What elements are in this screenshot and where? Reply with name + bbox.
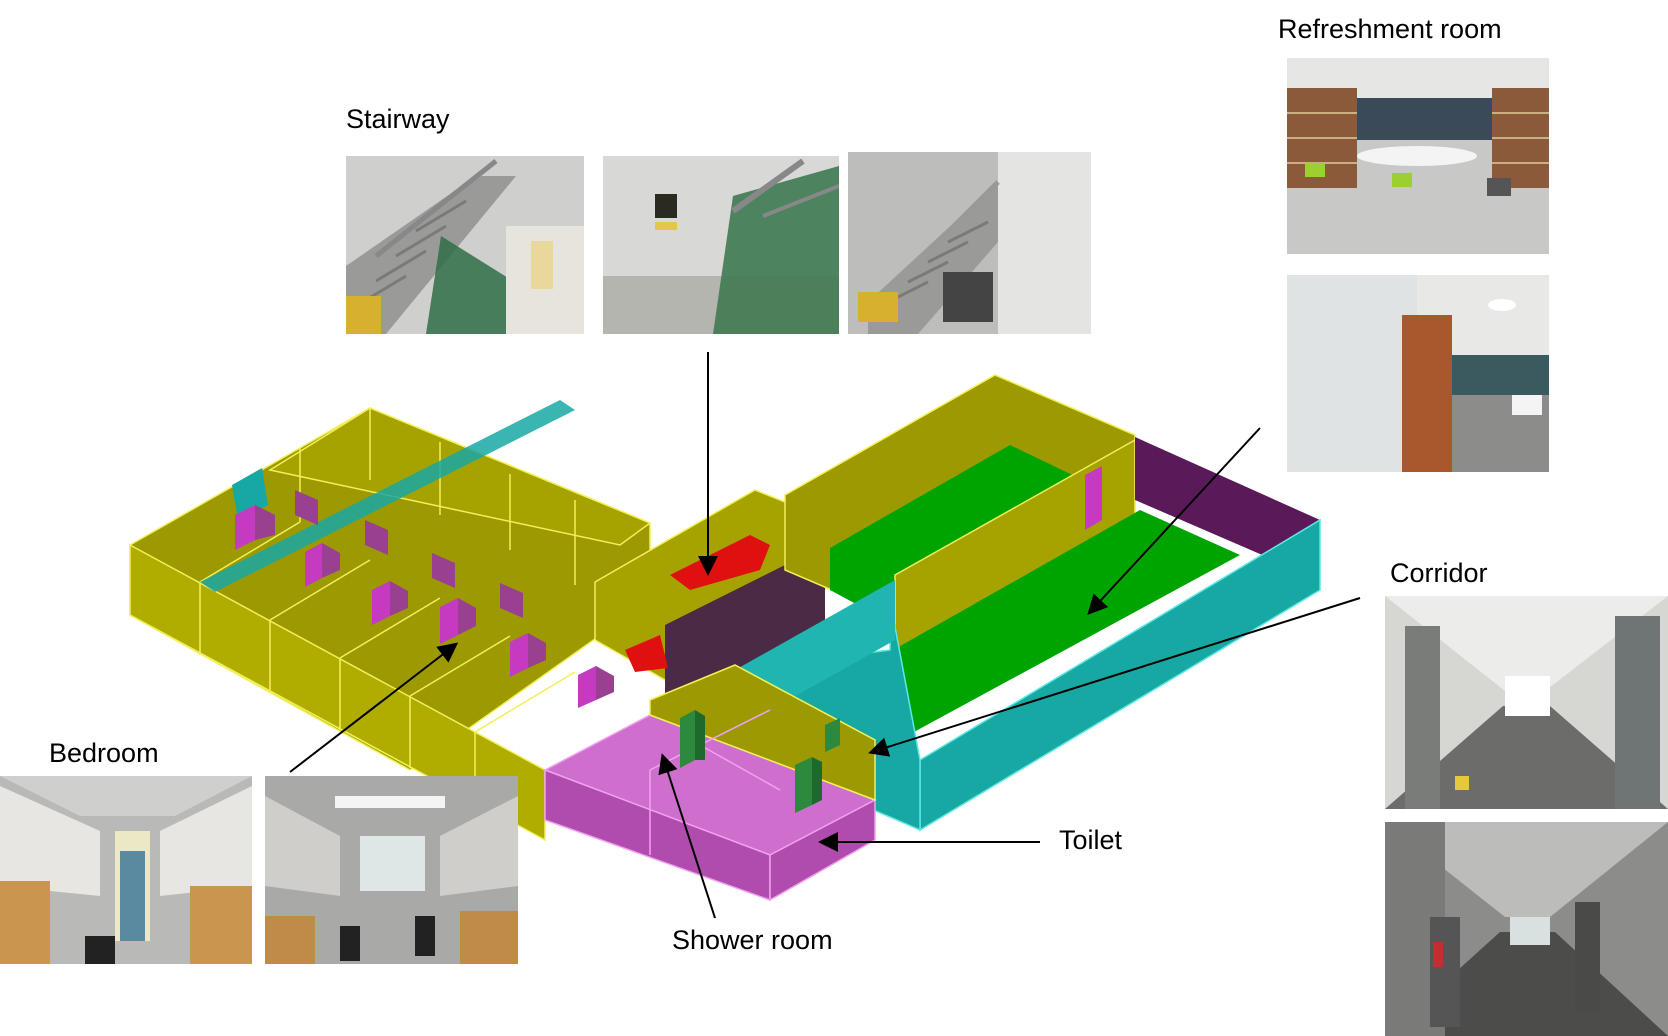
bedroom-block-top-wall — [268, 407, 652, 546]
dark-purple-section — [1135, 437, 1320, 580]
bedroom-doors — [235, 490, 614, 708]
shower-arrow — [658, 753, 716, 919]
refreshment-photo-2 — [1287, 275, 1549, 472]
stair-red-upper — [670, 535, 770, 590]
bedroom-photo-1 — [0, 776, 252, 964]
corridor-label: Corridor — [1390, 558, 1488, 588]
stairway-photo-2 — [603, 156, 839, 334]
corridor-photo-1 — [1385, 596, 1668, 809]
bedroom-block-front-wall — [129, 543, 546, 842]
refreshment-photo-1 — [1287, 58, 1549, 254]
bedroom-photo-2 — [265, 776, 518, 964]
refreshment-arrow — [1087, 427, 1261, 615]
refreshment-magenta-door — [1085, 466, 1102, 530]
corridor-arrow — [868, 597, 1361, 757]
stair-red-lower — [625, 635, 668, 672]
stairway-photo-3 — [848, 152, 1091, 334]
bedroom-arrow — [289, 642, 459, 773]
bedroom-label: Bedroom — [49, 738, 159, 768]
corridor-photo-2 — [1385, 822, 1668, 1036]
refreshment-room-label: Refreshment room — [1278, 14, 1502, 44]
stairway-label: Stairway — [346, 104, 450, 134]
stairwell-shaft — [665, 545, 825, 720]
stairway-photo-1 — [346, 156, 584, 334]
toilet-label: Toilet — [1059, 825, 1123, 855]
bedroom-corridor-floor — [200, 400, 575, 592]
shower-room-label: Shower room — [672, 925, 833, 955]
washroom-doors — [680, 710, 840, 813]
